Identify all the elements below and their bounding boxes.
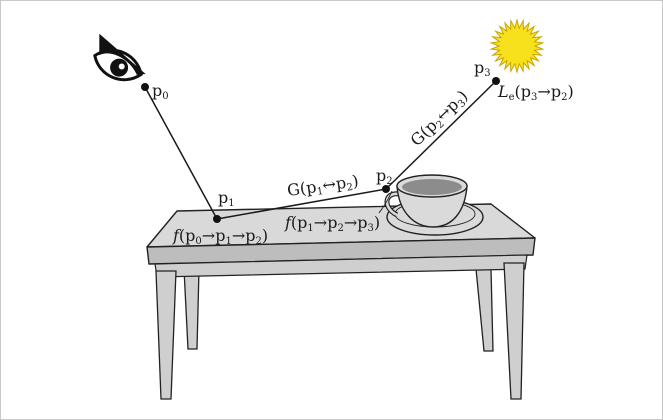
label-p0: p0 (152, 81, 169, 102)
eye-upper-lid (99, 33, 146, 75)
table-front-edge (146, 237, 536, 265)
f123-leader (378, 190, 393, 214)
teacup-icon (384, 174, 484, 236)
segment-p2-p3 (385, 80, 497, 190)
segment-p1-p2 (216, 188, 387, 220)
label-g-p2-p3: G(p2↔p3) (407, 86, 473, 151)
sun-shape (489, 18, 545, 74)
segment-p0-p1 (144, 86, 218, 220)
eye-icon (93, 33, 146, 82)
vertex-p0 (141, 83, 149, 91)
label-p2: p2 (376, 166, 393, 187)
label-p1: p1 (218, 188, 235, 209)
coffee-surface (402, 179, 462, 195)
label-f-p0-p1-p2: f(p0→p1→p2) (172, 226, 268, 247)
table-leg-back-right (475, 268, 494, 352)
label-g-p1-p2: G(p1↔p2) (286, 171, 360, 202)
label-f-p1-p2-p3: f(p1→p2→p3) (284, 213, 380, 234)
light-path (144, 80, 497, 220)
vertex-p2 (382, 185, 390, 193)
table-leg-back-left (183, 268, 200, 350)
eye-pupil-highlight (118, 63, 125, 70)
table-leg-front-left (155, 270, 177, 400)
path-vertices (141, 77, 500, 223)
table-leg-front-right (503, 262, 525, 400)
vertex-p1 (213, 215, 221, 223)
label-le-p3-p2: Le(p3→p2) (497, 82, 574, 103)
vertex-p3 (492, 77, 500, 85)
sun-icon (489, 18, 545, 74)
label-p3: p3 (474, 58, 491, 79)
